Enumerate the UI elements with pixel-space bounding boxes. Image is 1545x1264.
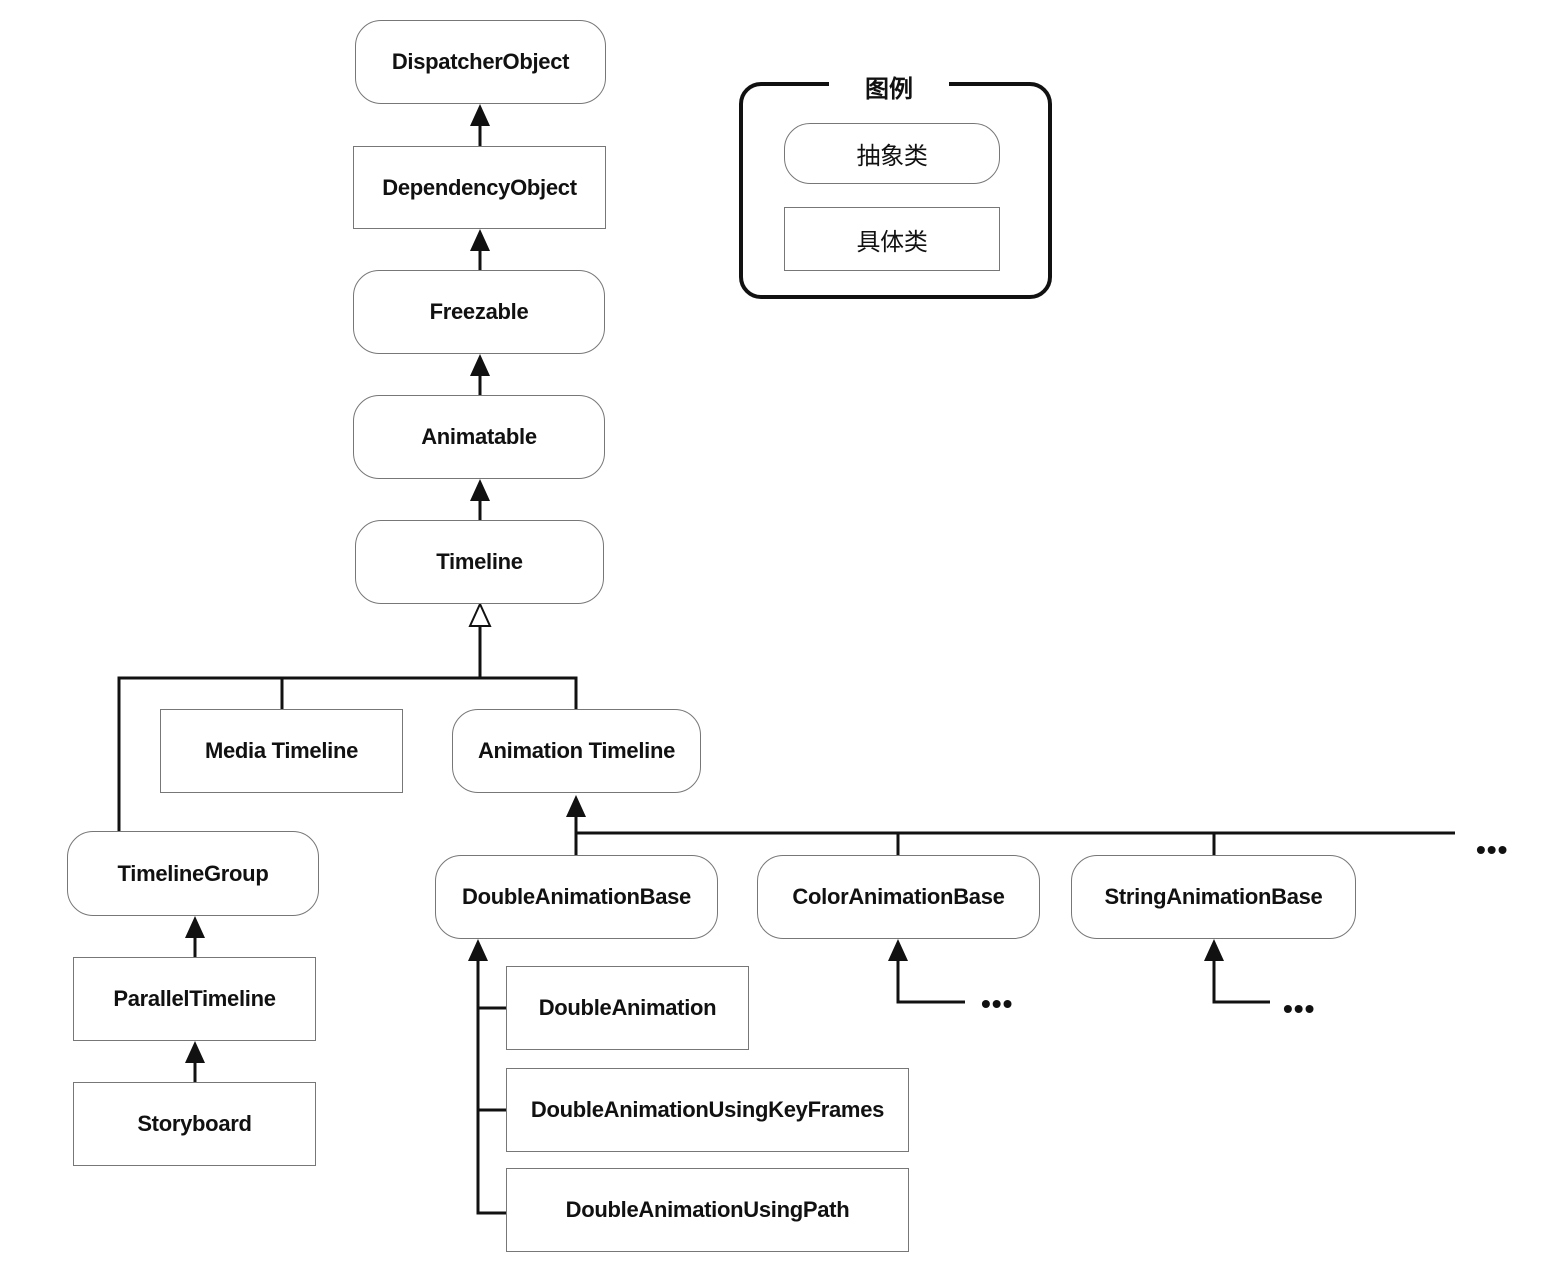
node-color-animation-base: ColorAnimationBase [757, 855, 1040, 939]
ellipsis-more-string-animations: ••• [1283, 993, 1316, 1024]
arrowhead-color-animation-base [888, 939, 908, 961]
node-animation-timeline: Animation Timeline [452, 709, 701, 793]
edge-string-continuation [1212, 960, 1270, 1004]
node-double-animation-base: DoubleAnimationBase [435, 855, 718, 939]
arrowhead-animatable [470, 479, 490, 501]
node-dependency-object: DependencyObject [353, 146, 606, 229]
node-double-animation-using-key-frames: DoubleAnimationUsingKeyFrames [506, 1068, 909, 1152]
node-timeline: Timeline [355, 520, 604, 604]
node-timeline-group: TimelineGroup [67, 831, 319, 916]
node-freezable: Freezable [353, 270, 605, 354]
arrowhead-freezable [470, 354, 490, 376]
edge-color-continuation [896, 960, 965, 1004]
ellipsis-more-color-animations: ••• [981, 988, 1014, 1019]
node-double-animation: DoubleAnimation [506, 966, 749, 1050]
node-parallel-timeline: ParallelTimeline [73, 957, 316, 1041]
arrowhead-dispatcher [470, 104, 490, 126]
node-storyboard: Storyboard [73, 1082, 316, 1166]
ellipsis-more-animation-bases: ••• [1476, 834, 1509, 865]
node-double-animation-using-path: DoubleAnimationUsingPath [506, 1168, 909, 1252]
arrowhead-timeline-group [185, 916, 205, 938]
legend-concrete-class: 具体类 [784, 207, 1000, 271]
arrowhead-animation-timeline [566, 795, 586, 817]
edge-timeline-branch [117, 676, 578, 832]
node-media-timeline: Media Timeline [160, 709, 403, 793]
arrowhead-timeline [468, 601, 492, 627]
arrowhead-string-animation-base [1204, 939, 1224, 961]
legend-abstract-class: 抽象类 [784, 123, 1000, 184]
node-string-animation-base: StringAnimationBase [1071, 855, 1356, 939]
node-dispatcher-object: DispatcherObject [355, 20, 606, 104]
arrowhead-double-animation-base [468, 939, 488, 961]
legend-title: 图例 [829, 68, 949, 104]
arrowhead-dependency [470, 229, 490, 251]
edge-double-stem [476, 960, 507, 1215]
node-animatable: Animatable [353, 395, 605, 479]
arrowhead-parallel-timeline [185, 1041, 205, 1063]
legend-box: 抽象类 具体类 [739, 82, 1052, 299]
